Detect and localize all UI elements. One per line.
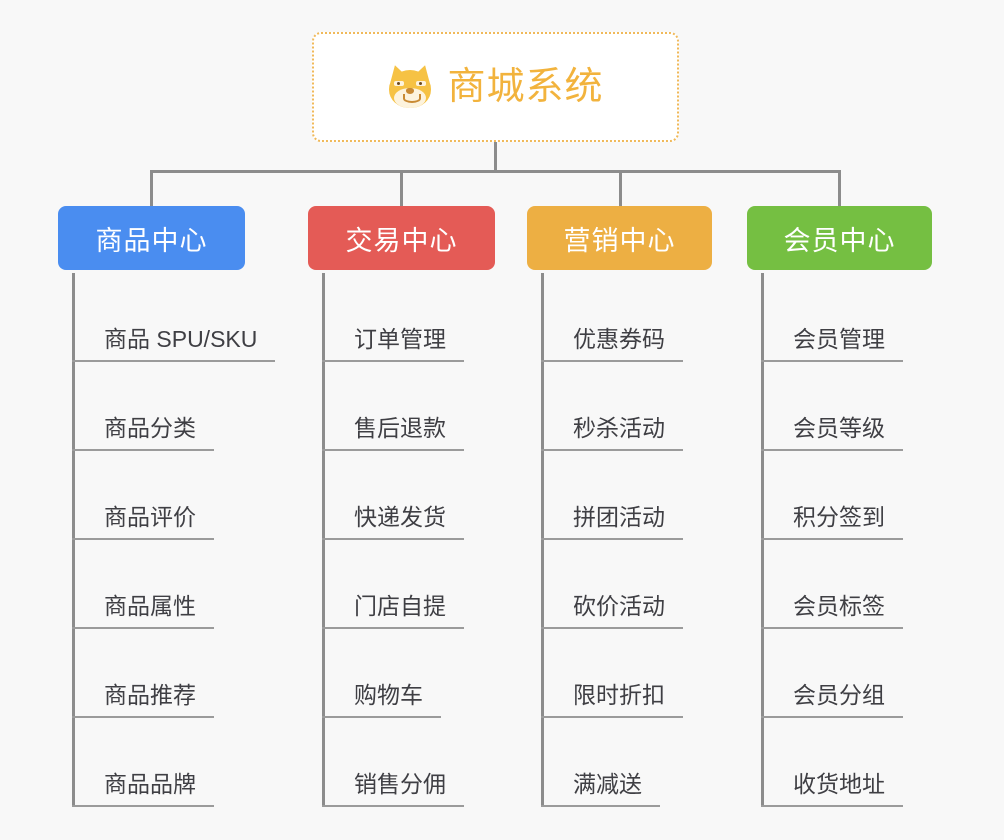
branch-box-product-center[interactable]: 商品中心 [58, 206, 245, 270]
list-item-label: 会员等级 [793, 409, 903, 451]
column-spine [72, 273, 75, 807]
branch-label: 商品中心 [95, 225, 208, 256]
list-item-label: 商品推荐 [104, 676, 214, 718]
list-item-label: 收货地址 [793, 765, 903, 807]
branch-label: 会员中心 [783, 225, 896, 256]
child-column-member-center: 会员管理 会员等级 积分签到 会员标签 会员分组 收货地址 [761, 273, 903, 807]
list-item-label: 商品评价 [104, 498, 214, 540]
list-item[interactable]: 会员分组 [761, 629, 903, 718]
list-item-label: 商品品牌 [104, 765, 214, 807]
list-item[interactable]: 会员标签 [761, 540, 903, 629]
list-item[interactable]: 购物车 [322, 629, 464, 718]
child-column-trade-center: 订单管理 售后退款 快递发货 门店自提 购物车 销售分佣 [322, 273, 464, 807]
shiba-dog-face-icon [386, 62, 435, 109]
child-column-product-center: 商品 SPU/SKU 商品分类 商品评价 商品属性 商品推荐 商品品牌 [72, 273, 276, 807]
root-node-shop-system[interactable]: 商城系统 [312, 32, 679, 142]
connector-drop-branch-1 [150, 170, 153, 208]
list-item[interactable]: 快递发货 [322, 451, 464, 540]
list-item-label: 砍价活动 [573, 587, 683, 629]
list-item-label: 限时折扣 [573, 676, 683, 718]
list-item[interactable]: 商品 SPU/SKU [72, 273, 276, 362]
list-item[interactable]: 砍价活动 [541, 540, 683, 629]
list-item[interactable]: 限时折扣 [541, 629, 683, 718]
list-item-label: 购物车 [354, 676, 441, 718]
list-item-label: 会员管理 [793, 320, 903, 362]
list-item[interactable]: 收货地址 [761, 718, 903, 807]
branch-box-marketing-center[interactable]: 营销中心 [527, 206, 712, 270]
list-item[interactable]: 优惠券码 [541, 273, 683, 362]
list-item-label: 满减送 [573, 765, 660, 807]
connector-horizontal-bus [150, 170, 840, 173]
list-item[interactable]: 订单管理 [322, 273, 464, 362]
list-item[interactable]: 秒杀活动 [541, 362, 683, 451]
connector-drop-branch-4 [838, 170, 841, 208]
list-item[interactable]: 会员等级 [761, 362, 903, 451]
child-column-marketing-center: 优惠券码 秒杀活动 拼团活动 砍价活动 限时折扣 满减送 [541, 273, 683, 807]
list-item[interactable]: 商品评价 [72, 451, 275, 540]
list-item-label: 商品分类 [104, 409, 214, 451]
list-item-label: 秒杀活动 [573, 409, 683, 451]
list-item[interactable]: 商品品牌 [72, 718, 275, 807]
list-item-label: 订单管理 [354, 320, 464, 362]
list-item-label: 门店自提 [354, 587, 464, 629]
branch-box-trade-center[interactable]: 交易中心 [308, 206, 495, 270]
list-item-label: 商品 SPU/SKU [104, 320, 276, 362]
list-item-label: 会员分组 [793, 676, 903, 718]
list-item-label: 售后退款 [354, 409, 464, 451]
list-item-label: 拼团活动 [573, 498, 683, 540]
column-spine [761, 273, 764, 807]
root-node-label: 商城系统 [447, 66, 604, 108]
branch-label: 交易中心 [345, 225, 458, 256]
connector-drop-branch-3 [619, 170, 622, 208]
list-item[interactable]: 商品分类 [72, 362, 275, 451]
list-item[interactable]: 满减送 [541, 718, 683, 807]
list-item[interactable]: 销售分佣 [322, 718, 464, 807]
connector-root-stem [494, 142, 497, 172]
branch-box-member-center[interactable]: 会员中心 [747, 206, 932, 270]
list-item[interactable]: 售后退款 [322, 362, 464, 451]
list-item-label: 会员标签 [793, 587, 903, 629]
list-item-label: 销售分佣 [354, 765, 464, 807]
list-item-label: 积分签到 [793, 498, 903, 540]
branch-label: 营销中心 [563, 225, 676, 256]
list-item-label: 优惠券码 [573, 320, 683, 362]
column-spine [541, 273, 544, 807]
list-item[interactable]: 积分签到 [761, 451, 903, 540]
list-item[interactable]: 会员管理 [761, 273, 903, 362]
list-item-label: 快递发货 [354, 498, 464, 540]
list-item-label: 商品属性 [104, 587, 214, 629]
list-item[interactable]: 拼团活动 [541, 451, 683, 540]
column-spine [322, 273, 325, 807]
list-item[interactable]: 商品属性 [72, 540, 275, 629]
list-item[interactable]: 商品推荐 [72, 629, 275, 718]
connector-drop-branch-2 [400, 170, 403, 208]
list-item[interactable]: 门店自提 [322, 540, 464, 629]
